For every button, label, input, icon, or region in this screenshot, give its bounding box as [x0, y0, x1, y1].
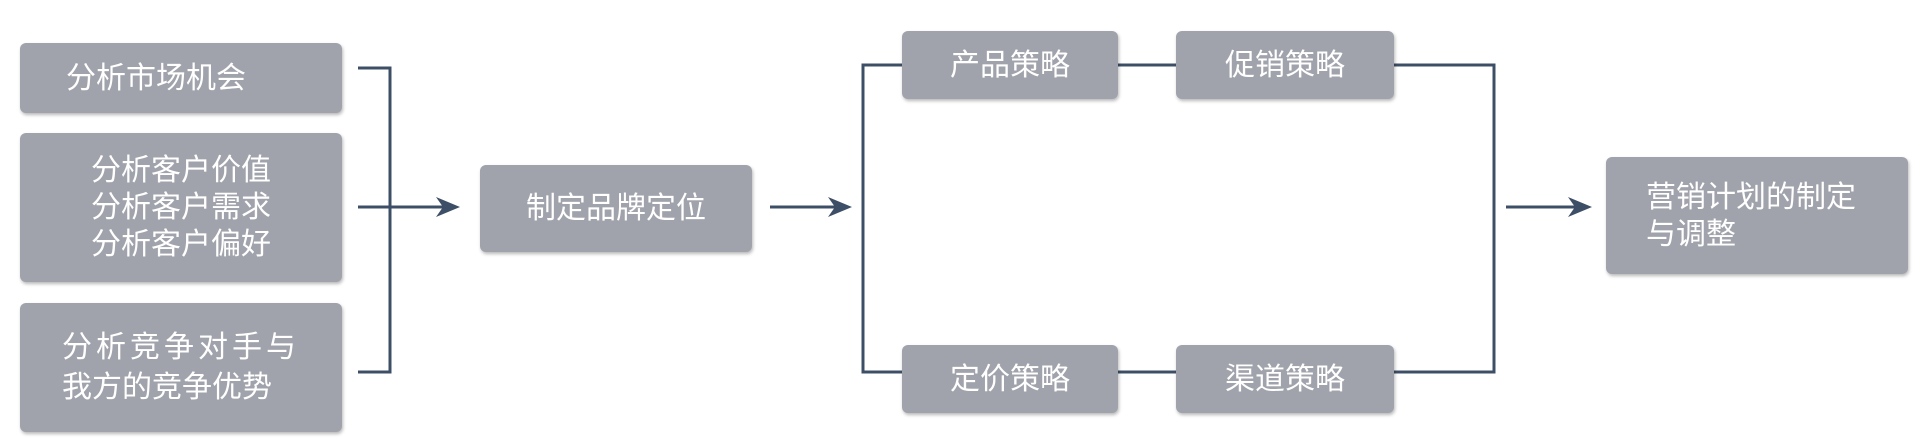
- promotion-strategy-label: 促销策略: [1225, 47, 1345, 83]
- customer-needs-label: 分析客户需求: [91, 190, 271, 225]
- channel-strategy-box: 渠道策略: [1176, 345, 1394, 413]
- marketing-plan-label-line2: 与调整: [1646, 216, 1736, 252]
- product-strategy-label: 产品策略: [950, 47, 1070, 83]
- strategies-right-bracket: [1394, 63, 1496, 374]
- customer-preferences-label: 分析客户偏好: [91, 227, 271, 262]
- brand-positioning-box: 制定品牌定位: [480, 165, 752, 252]
- customer-value-label: 分析客户价值: [91, 153, 271, 188]
- competition-analysis-box: 分析竞争对手与 我方的竞争优势: [20, 303, 342, 432]
- channel-strategy-label: 渠道策略: [1225, 361, 1345, 397]
- marketing-plan-box: 营销计划的制定 与调整: [1606, 157, 1908, 274]
- competitor-label: 分析竞争对手与: [62, 329, 300, 365]
- analysis-bracket: [358, 66, 392, 374]
- strategies-left-bracket: [861, 63, 902, 374]
- competitive-advantage-label: 我方的竞争优势: [62, 369, 272, 405]
- market-opportunity-box: 分析市场机会: [20, 43, 342, 113]
- pricing-strategy-label: 定价策略: [950, 361, 1070, 397]
- brand-positioning-label: 制定品牌定位: [526, 191, 706, 226]
- pricing-strategy-box: 定价策略: [902, 345, 1118, 413]
- promotion-strategy-box: 促销策略: [1176, 31, 1394, 99]
- marketing-plan-label-line1: 营销计划的制定: [1646, 179, 1856, 215]
- product-strategy-box: 产品策略: [902, 31, 1118, 99]
- customer-analysis-box: 分析客户价值 分析客户需求 分析客户偏好: [20, 133, 342, 282]
- market-opportunity-label: 分析市场机会: [66, 60, 246, 96]
